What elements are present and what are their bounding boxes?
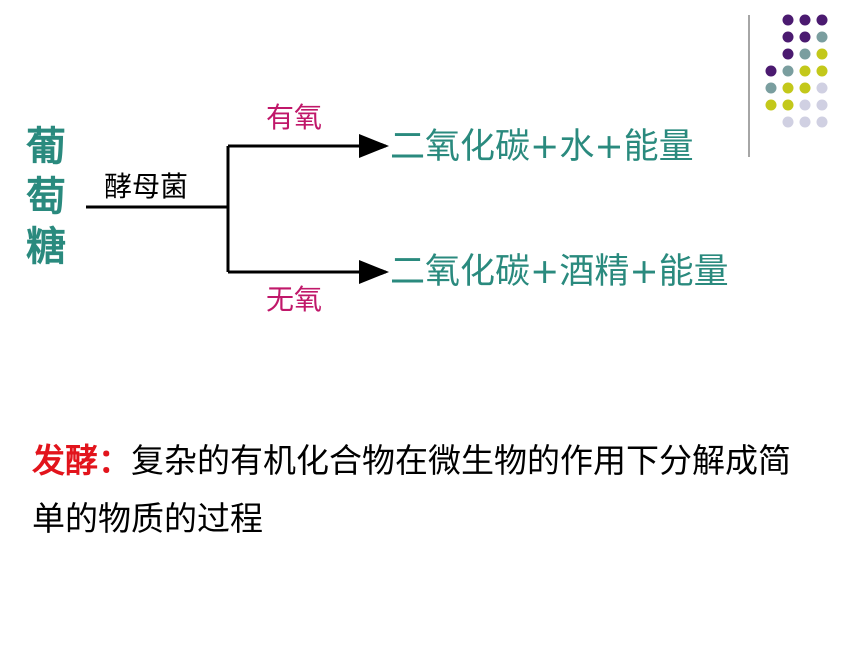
decorative-dot xyxy=(816,116,828,128)
glucose-label: 葡萄糖 xyxy=(26,124,66,270)
anaerobic-products: 二氧化碳+酒精+能量 xyxy=(390,252,729,292)
decorative-dot xyxy=(816,14,828,26)
decorative-dot xyxy=(782,82,794,94)
catalyst-label: 酵母菌 xyxy=(104,170,189,203)
decorative-dot xyxy=(816,65,828,77)
definition-term: 发酵： xyxy=(32,441,131,480)
decorative-dot xyxy=(782,65,794,77)
decorative-dot xyxy=(765,65,777,77)
decorative-dot xyxy=(765,82,777,94)
decorative-dot xyxy=(782,99,794,111)
decorative-dot xyxy=(799,116,811,128)
decorative-dot xyxy=(799,99,811,111)
decorative-dot xyxy=(799,48,811,60)
definition-text: 复杂的有机化合物在微生物的作用下分解成简单的物质的过程 xyxy=(32,441,791,538)
decorative-dot xyxy=(816,99,828,111)
decorative-dot xyxy=(765,99,777,111)
decorative-dot xyxy=(799,14,811,26)
decorative-dot xyxy=(816,31,828,43)
decorative-dot xyxy=(799,82,811,94)
decorative-dot xyxy=(799,31,811,43)
decorative-dot xyxy=(782,14,794,26)
decorative-dot xyxy=(816,48,828,60)
decorative-dot xyxy=(782,31,794,43)
decorative-dot xyxy=(782,48,794,60)
decorative-dot xyxy=(816,82,828,94)
fermentation-definition: 发酵：复杂的有机化合物在微生物的作用下分解成简单的物质的过程 xyxy=(32,432,822,548)
anaerobic-condition: 无氧 xyxy=(266,283,323,316)
aerobic-condition: 有氧 xyxy=(266,101,323,134)
decorative-dot xyxy=(782,116,794,128)
aerobic-products: 二氧化碳+水+能量 xyxy=(390,127,694,167)
decorative-dot xyxy=(799,65,811,77)
